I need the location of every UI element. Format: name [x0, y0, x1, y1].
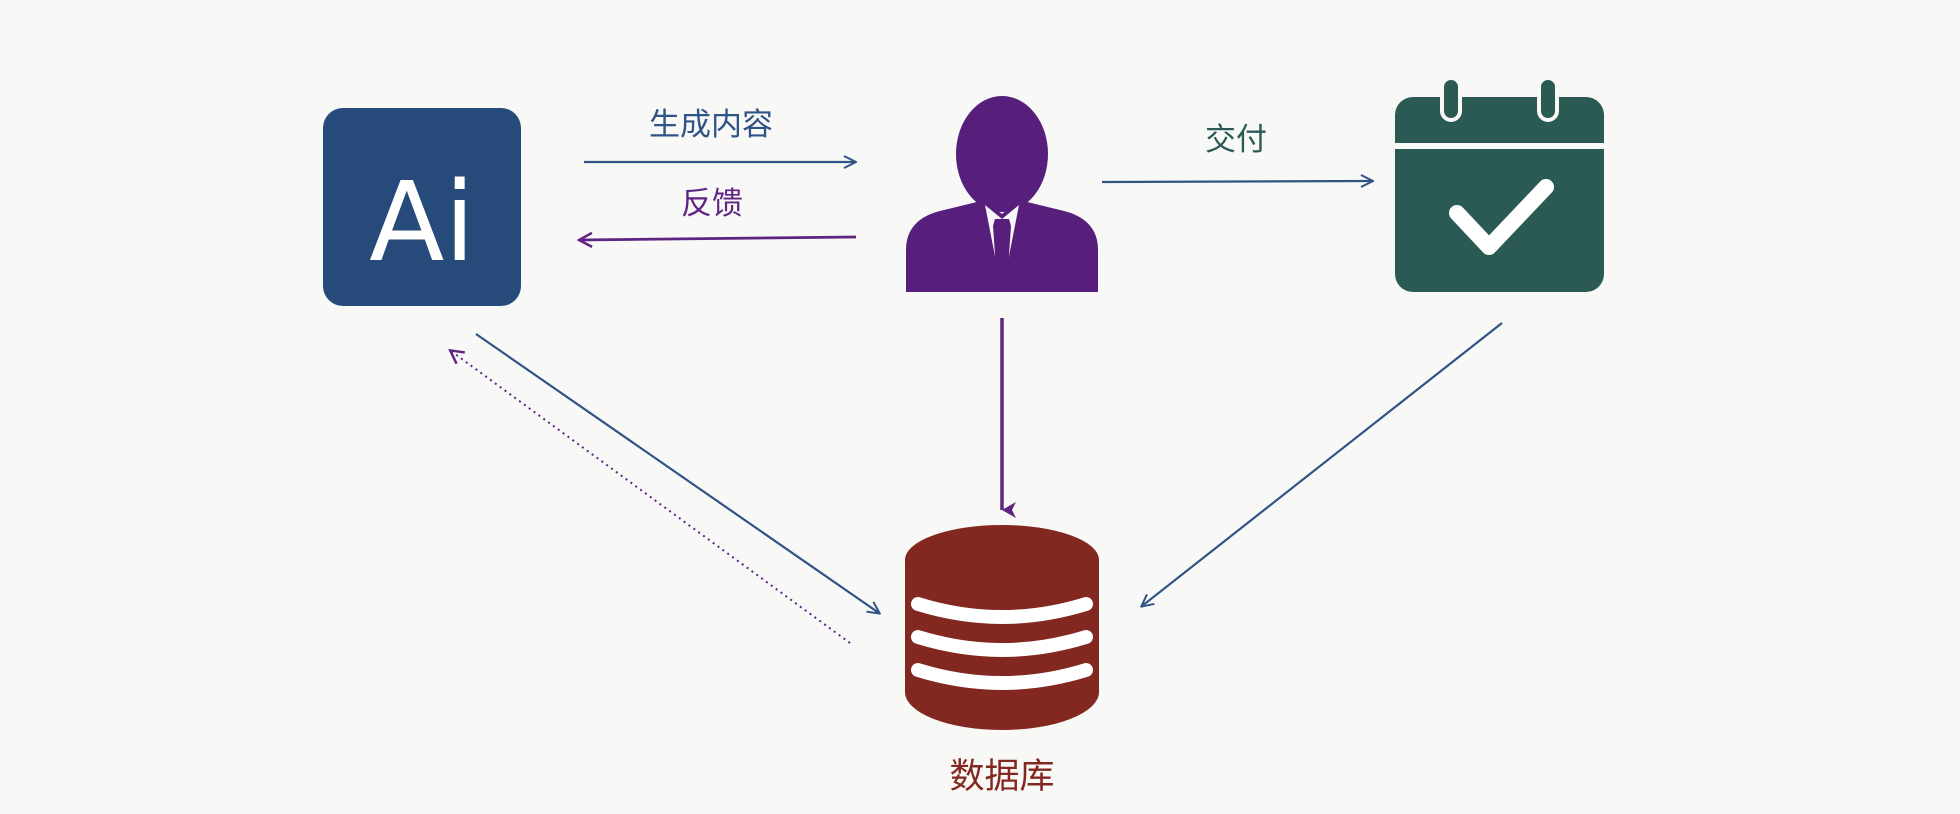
- database-label: 数据库: [949, 757, 1054, 797]
- calendar-check-icon: [1395, 76, 1604, 292]
- ai-app-icon: Ai: [323, 108, 521, 306]
- arrow-database-to-ai-dotted: [451, 351, 851, 644]
- feedback-label: 反馈: [681, 186, 743, 222]
- database-icon: [905, 525, 1099, 730]
- ai-icon-text: Ai: [369, 158, 475, 286]
- deliver-label: 交付: [1205, 122, 1267, 158]
- arrow-user-to-calendar: [1101, 181, 1372, 182]
- arrow-calendar-to-database: [1142, 322, 1503, 606]
- arrow-ai-to-database: [475, 333, 879, 613]
- generate-content-label: 生成内容: [649, 107, 773, 143]
- user-icon: [906, 96, 1098, 292]
- arrow-user-to-ai: [580, 237, 857, 240]
